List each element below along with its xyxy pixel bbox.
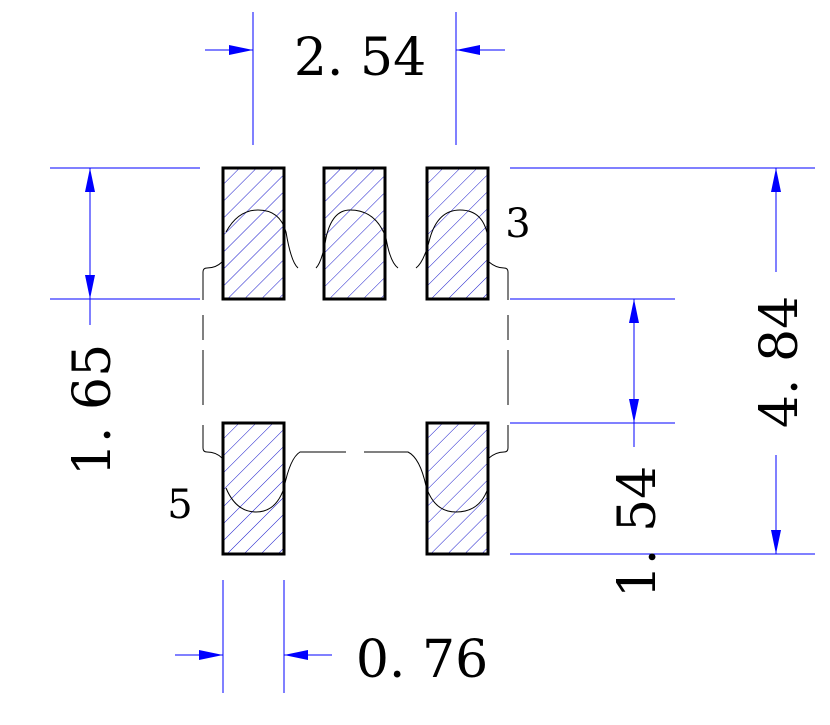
pads <box>221 166 490 556</box>
dimension-pad-height-label: 1. 65 <box>63 344 123 476</box>
dimension-gap-label: 1. 54 <box>608 466 668 598</box>
pad-top-middle <box>322 166 387 301</box>
dimension-pitch-label: 2. 54 <box>294 28 426 88</box>
arrowhead <box>456 45 480 55</box>
arrowhead <box>771 168 781 192</box>
arrowhead <box>199 650 223 660</box>
dimension-total-height-label: 4. 84 <box>750 296 810 428</box>
arrowhead <box>284 650 308 660</box>
pin-5-label: 5 <box>167 482 192 528</box>
dimension-pad-width-label: 0. 76 <box>356 630 488 690</box>
arrowhead <box>85 275 95 299</box>
pin-3-label: 3 <box>505 201 530 247</box>
pad-bottom-left <box>221 421 286 556</box>
dimension-lines <box>50 12 815 693</box>
arrowhead <box>629 299 639 323</box>
package-body-outline <box>202 209 509 513</box>
arrowhead <box>771 530 781 554</box>
arrowhead <box>229 45 253 55</box>
pad-top-left <box>221 166 286 301</box>
pad-top-right <box>425 166 490 301</box>
arrowhead <box>85 168 95 192</box>
pad-bottom-right <box>425 421 490 556</box>
arrowhead <box>629 399 639 423</box>
